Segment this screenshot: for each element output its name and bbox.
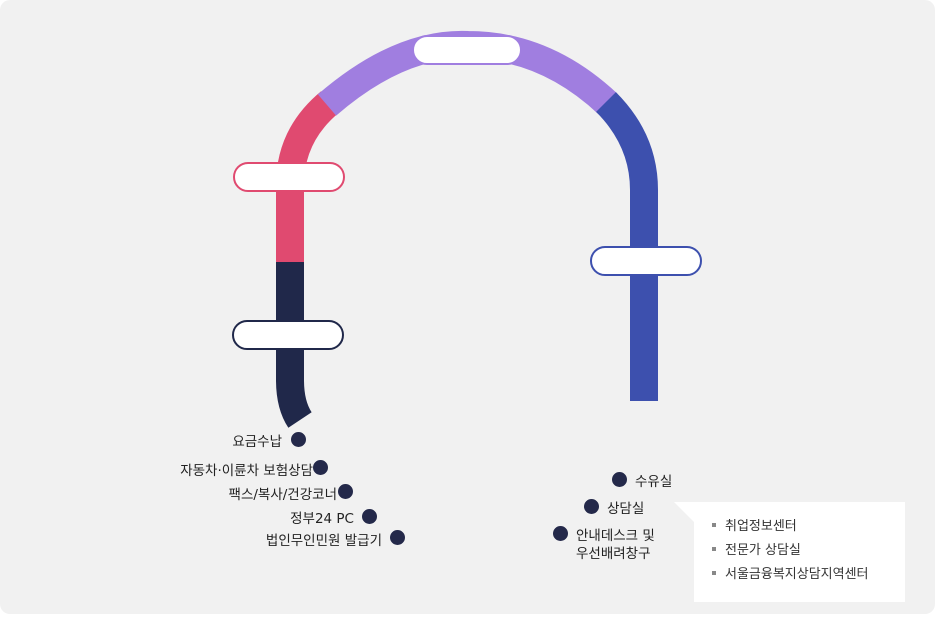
stop-top[interactable]: [412, 35, 522, 65]
info-list-item: 서울금융복지상담지역센터: [712, 563, 869, 587]
info-box: 취업정보센터 전문가 상담실 서울금융복지상담지역센터: [694, 502, 905, 602]
bullet-icon: [712, 570, 716, 575]
facility-dot: [362, 509, 377, 524]
bullet-icon: [712, 522, 716, 527]
facility-dot: [584, 499, 599, 514]
info-item-label: 취업정보센터: [725, 519, 797, 534]
facility-dot: [612, 472, 627, 487]
facility-dot: [553, 526, 568, 541]
info-list-item: 전문가 상담실: [712, 539, 869, 563]
facility-label: 수유실: [635, 474, 673, 490]
info-item-label: 전문가 상담실: [725, 543, 801, 558]
facility-label: 정부24 PC: [290, 511, 354, 527]
track-segment-blue: [595, 92, 658, 401]
info-box-pointer: [674, 502, 695, 523]
info-list-item: 취업정보센터: [712, 515, 869, 539]
stop-right[interactable]: [590, 246, 702, 276]
facility-label: 자동차·이륜차 보험상담: [180, 463, 313, 479]
facility-dot: [291, 432, 306, 447]
info-item-label: 서울금융복지상담지역센터: [725, 567, 869, 582]
track-segment-navy: [276, 260, 312, 428]
facility-label: 요금수납: [232, 434, 282, 450]
facility-dot: [338, 484, 353, 499]
stop-lower-left[interactable]: [232, 320, 344, 350]
facility-dot: [390, 530, 405, 545]
facility-label: 팩스/복사/건강코너: [228, 487, 337, 503]
facility-label: 법인무인민원 발급기: [265, 533, 382, 549]
facility-dot: [313, 460, 328, 475]
facility-label: 우선배려창구: [576, 546, 651, 562]
facility-label: 안내데스크 및: [576, 528, 655, 544]
bullet-icon: [712, 546, 716, 551]
info-list: 취업정보센터 전문가 상담실 서울금융복지상담지역센터: [712, 515, 869, 587]
facility-label: 상담실: [607, 501, 645, 517]
stop-upper-left[interactable]: [233, 162, 345, 192]
